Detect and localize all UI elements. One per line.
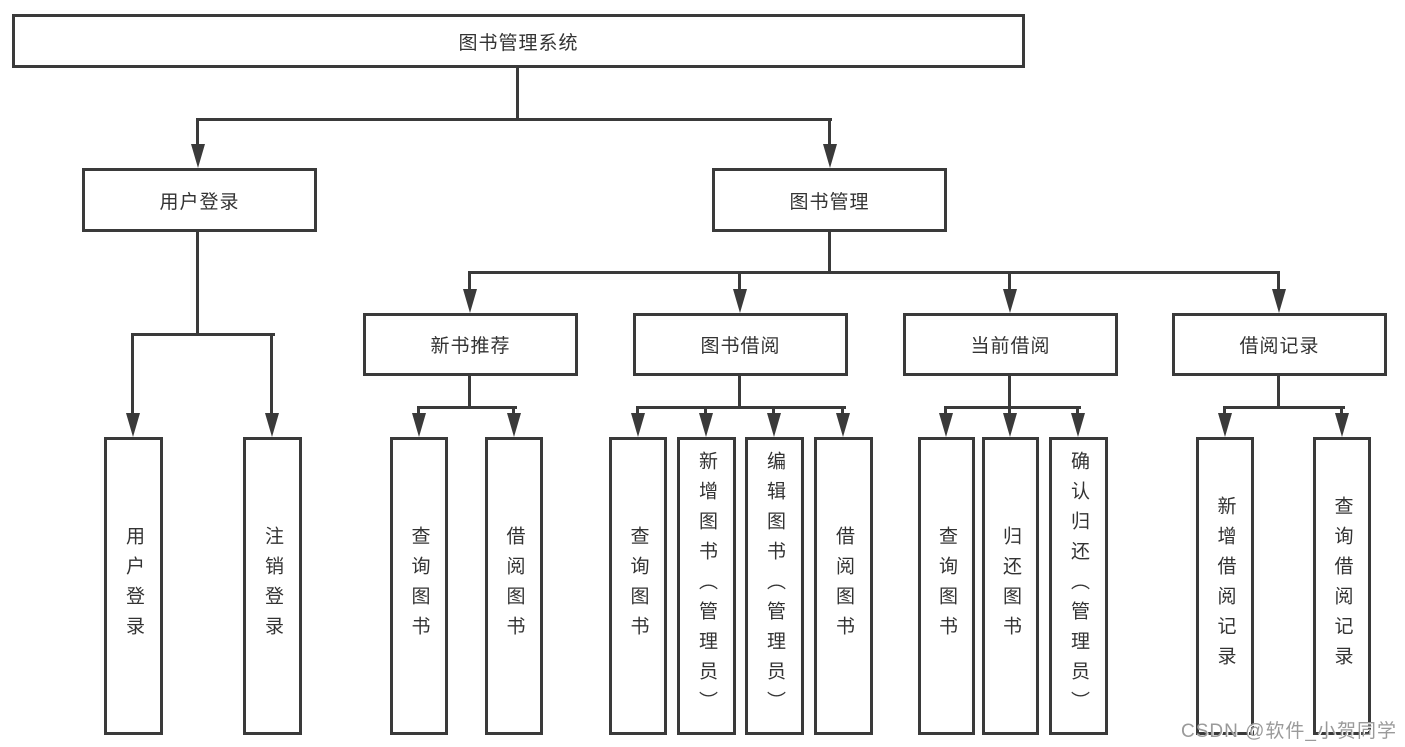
connector-line — [636, 406, 639, 418]
arrow-down-icon — [699, 413, 713, 437]
connector-line — [417, 406, 420, 418]
node-label: 归还图书 — [1000, 526, 1021, 646]
arrow-down-icon — [631, 413, 645, 437]
connector-line — [944, 406, 1081, 409]
connector-line — [828, 230, 831, 274]
node-label: 编辑图书（管理员） — [764, 451, 785, 721]
connector-line — [944, 406, 947, 418]
arrow-down-icon — [767, 413, 781, 437]
connector-line — [841, 406, 844, 418]
node-label: 新书推荐 — [430, 336, 511, 357]
node-label: 当前借阅 — [970, 336, 1051, 357]
connector-line — [738, 374, 741, 409]
connector-line — [131, 333, 134, 415]
node-book-management: 图书管理 — [712, 168, 947, 232]
arrow-down-icon — [1003, 289, 1017, 313]
arrow-down-icon — [1218, 413, 1232, 437]
leaf-borrow-edit-books-admin: 编辑图书（管理员） — [745, 437, 804, 735]
connector-line — [131, 333, 275, 336]
arrow-down-icon — [1272, 289, 1286, 313]
node-label: 查询图书 — [627, 526, 649, 646]
leaf-current-return-books: 归还图书 — [982, 437, 1039, 735]
connector-line — [196, 230, 199, 336]
connector-line — [1277, 374, 1280, 409]
connector-line — [270, 333, 273, 415]
connector-line — [738, 271, 741, 291]
connector-line — [1008, 374, 1011, 409]
leaf-records-add-record: 新增借阅记录 — [1196, 437, 1254, 735]
connector-line — [704, 406, 707, 418]
connector-line — [468, 374, 471, 409]
arrow-down-icon — [126, 413, 140, 437]
arrow-down-icon — [1071, 413, 1085, 437]
node-label: 借阅记录 — [1239, 336, 1320, 357]
leaf-borrow-query-books: 查询图书 — [609, 437, 667, 735]
node-label: 借阅图书 — [833, 526, 854, 646]
connector-line — [1277, 271, 1280, 291]
node-current-borrow: 当前借阅 — [903, 313, 1118, 376]
arrow-down-icon — [1335, 413, 1349, 437]
leaf-borrow-lend-books: 借阅图书 — [814, 437, 873, 735]
arrow-down-icon — [939, 413, 953, 437]
node-label: 图书管理系统 — [458, 32, 579, 54]
arrow-down-icon — [823, 144, 837, 168]
arrow-down-icon — [412, 413, 426, 437]
arrow-down-icon — [836, 413, 850, 437]
node-book-borrow: 图书借阅 — [633, 313, 848, 376]
connector-line — [468, 271, 471, 291]
leaf-recommend-borrow-books: 借阅图书 — [485, 437, 543, 735]
node-label: 图书借阅 — [700, 336, 781, 357]
connector-line — [1008, 271, 1011, 291]
leaf-recommend-query-books: 查询图书 — [390, 437, 448, 735]
arrow-down-icon — [1003, 413, 1017, 437]
connector-line — [1340, 406, 1343, 418]
node-label: 确认归还（管理员） — [1068, 451, 1089, 721]
node-label: 图书管理 — [789, 191, 870, 213]
connector-line — [468, 271, 1280, 274]
node-label: 用户登录 — [159, 191, 240, 213]
arrow-down-icon — [733, 289, 747, 313]
leaf-records-query-record: 查询借阅记录 — [1313, 437, 1371, 735]
leaf-logout: 注销登录 — [243, 437, 302, 735]
connector-line — [1008, 406, 1011, 418]
node-label: 用户登录 — [123, 526, 144, 646]
leaf-current-query-books: 查询图书 — [918, 437, 975, 735]
node-label: 注销登录 — [262, 526, 283, 646]
node-new-book-recommend: 新书推荐 — [363, 313, 578, 376]
node-borrow-records: 借阅记录 — [1172, 313, 1387, 376]
connector-line — [516, 66, 519, 120]
arrow-down-icon — [507, 413, 521, 437]
arrow-down-icon — [191, 144, 205, 168]
node-user-login: 用户登录 — [82, 168, 317, 232]
connector-line — [1223, 406, 1226, 418]
node-label: 新增借阅记录 — [1214, 496, 1236, 676]
connector-line — [772, 406, 775, 418]
connector-line — [196, 118, 832, 121]
node-label: 新增图书（管理员） — [696, 451, 717, 721]
connector-line — [636, 406, 846, 409]
node-library-system: 图书管理系统 — [12, 14, 1025, 68]
connector-line — [417, 406, 517, 409]
leaf-user-login: 用户登录 — [104, 437, 163, 735]
node-label: 查询图书 — [936, 526, 957, 646]
arrow-down-icon — [265, 413, 279, 437]
node-label: 查询图书 — [408, 526, 430, 646]
connector-line — [1076, 406, 1079, 418]
connector-line — [512, 406, 515, 418]
leaf-current-confirm-return-admin: 确认归还（管理员） — [1049, 437, 1108, 735]
node-label: 查询借阅记录 — [1331, 496, 1353, 676]
connector-line — [1223, 406, 1345, 409]
arrow-down-icon — [463, 289, 477, 313]
node-label: 借阅图书 — [503, 526, 525, 646]
connector-line — [828, 118, 831, 148]
csdn-watermark: CSDN @软件_小贺同学 — [1181, 721, 1397, 742]
leaf-borrow-add-books-admin: 新增图书（管理员） — [677, 437, 736, 735]
connector-line — [196, 118, 199, 148]
